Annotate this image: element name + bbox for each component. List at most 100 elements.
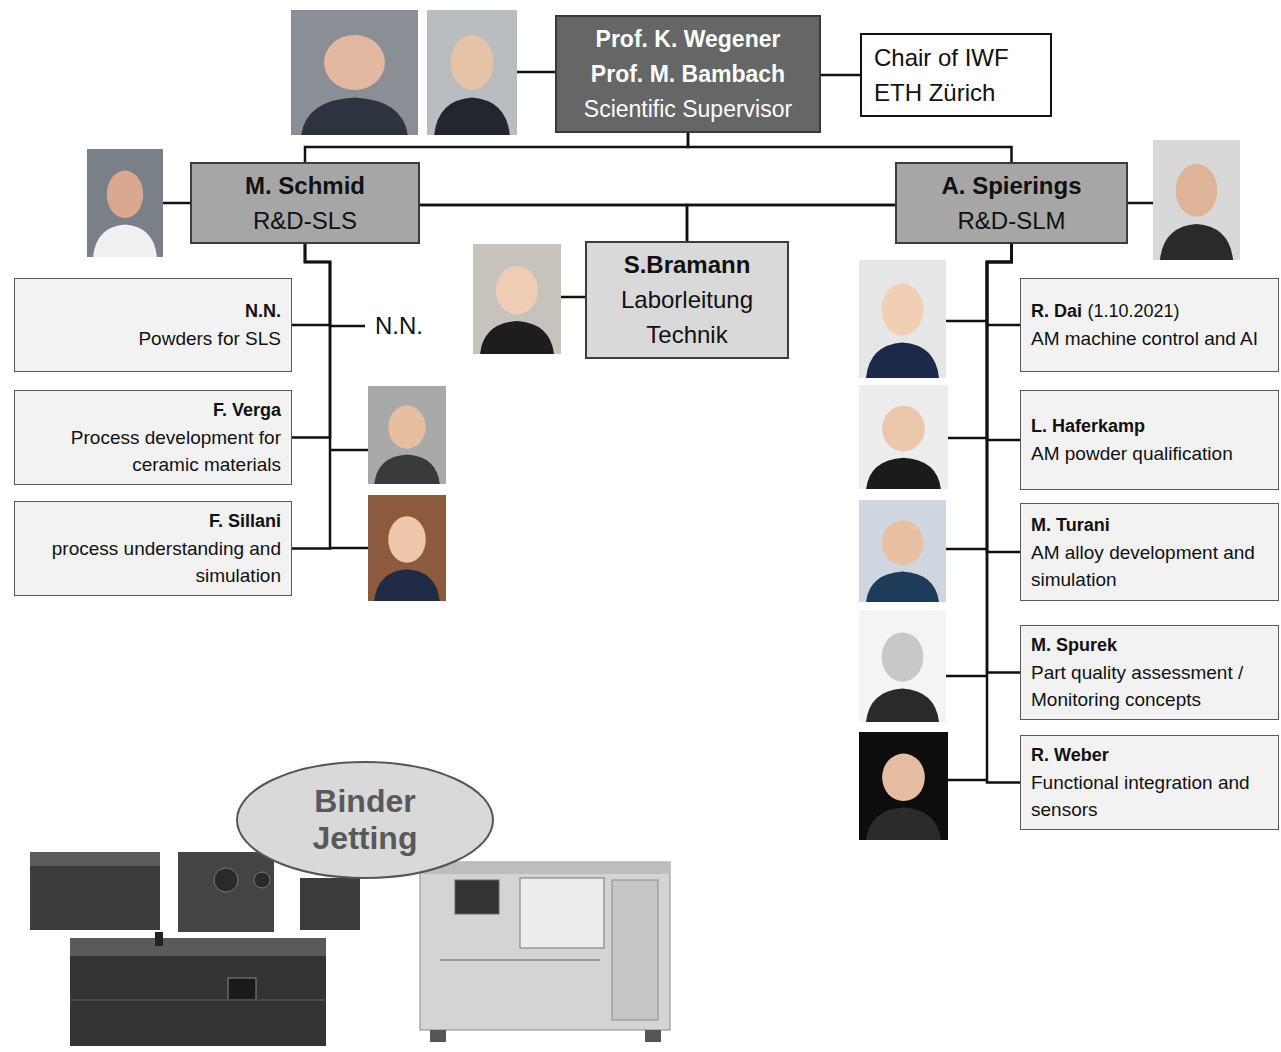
photo-background	[859, 260, 946, 378]
connector-line	[987, 244, 1020, 552]
member-box: R. Dai(1.10.2021)AM machine control and …	[1020, 278, 1279, 372]
printer-window	[520, 878, 604, 948]
box-heading: M. Schmid	[245, 169, 365, 203]
photo-shoulders	[93, 225, 157, 257]
box-heading: F. Sillani	[25, 508, 281, 535]
photo-shoulders	[866, 458, 941, 489]
box-text: R&D-SLS	[253, 203, 357, 238]
box-heading: Prof. K. Wegener	[596, 22, 781, 57]
leader-line	[330, 547, 368, 550]
photo-face	[388, 406, 425, 449]
photo-face	[450, 35, 493, 90]
box-text: AM alloy development and simulation	[1031, 539, 1268, 593]
member-box: M. SpurekPart quality assessment / Monit…	[1020, 625, 1279, 720]
leader-line	[946, 548, 987, 551]
photo-shoulders	[480, 321, 554, 354]
box-heading: A. Spierings	[941, 169, 1081, 203]
connector-line	[987, 244, 1020, 440]
printer-lid	[420, 862, 670, 874]
connector-line	[292, 244, 330, 438]
printer-screen	[455, 880, 499, 914]
portrait-photo	[859, 260, 946, 378]
connector-line	[688, 133, 1012, 162]
portrait-photo	[368, 386, 446, 484]
portrait-photo	[368, 495, 446, 601]
leader-line	[517, 71, 555, 74]
connector-line	[305, 133, 688, 162]
binder-jetting-machines	[30, 852, 670, 1046]
portrait-photo	[859, 732, 948, 840]
photo-background	[368, 386, 446, 484]
ellipse-shape	[237, 762, 493, 878]
photo-face	[324, 35, 385, 90]
vacancy-label: N.N.	[375, 311, 423, 341]
leader-line	[948, 779, 987, 782]
portrait-photo	[1153, 140, 1240, 260]
box-heading: R. Weber	[1031, 742, 1268, 769]
lab-head-box: S.BramannLaborleitung Technik	[585, 241, 789, 359]
connector-line	[987, 244, 1020, 783]
printer-detail	[70, 999, 326, 1001]
printer-body	[300, 878, 360, 930]
portrait-photo	[859, 385, 948, 489]
photo-background	[87, 149, 163, 257]
connector-line	[987, 244, 1020, 325]
photo-background	[473, 244, 561, 354]
box-text: ETH Zürich	[874, 75, 1038, 110]
printer-detail	[155, 932, 163, 946]
connector-line	[420, 205, 687, 241]
box-text: Process development for ceramic material…	[25, 424, 281, 478]
portrait-photo	[291, 10, 418, 135]
printer-lid	[70, 938, 326, 956]
printer-body	[420, 862, 670, 1030]
photo-background	[859, 385, 948, 489]
printer-door	[612, 880, 658, 1020]
photo-face	[1176, 164, 1218, 217]
printer-screen	[228, 978, 256, 1000]
photo-face	[496, 266, 538, 314]
portrait-photo	[859, 610, 946, 722]
leader-line	[330, 325, 365, 328]
group-lead-box: M. SchmidR&D-SLS	[190, 162, 420, 244]
photo-shoulders	[866, 808, 941, 840]
portrait-photo	[427, 10, 517, 135]
connector-line	[987, 244, 1020, 673]
photo-shoulders	[434, 98, 510, 136]
printer-detail	[254, 872, 270, 888]
photo-background	[368, 495, 446, 601]
printer-lid	[30, 852, 160, 866]
box-text: AM powder qualification	[1031, 440, 1268, 467]
box-text: process understanding and simulation	[25, 535, 281, 589]
box-heading: Binder Jetting	[280, 783, 450, 857]
text-row: R. Dai(1.10.2021)	[1031, 298, 1268, 325]
connector-line	[292, 244, 330, 325]
box-text: Powders for SLS	[25, 325, 281, 352]
photo-face	[107, 171, 143, 219]
member-box: N.N.Powders for SLS	[14, 278, 292, 372]
connector-line	[821, 74, 860, 77]
box-heading: N.N.	[25, 298, 281, 325]
printer-detail	[214, 868, 238, 892]
portrait-photo	[859, 500, 946, 602]
photo-shoulders	[866, 688, 939, 722]
box-text: Prof. M. Bambach	[591, 57, 785, 92]
member-box: R. WeberFunctional integration and senso…	[1020, 735, 1279, 830]
box-heading: R. Dai	[1031, 301, 1082, 321]
group-lead-box: A. SpieringsR&D-SLM	[895, 162, 1128, 244]
portrait-photo	[473, 244, 561, 354]
member-box: L. HaferkampAM powder qualification	[1020, 390, 1279, 490]
box-text: Scientific Supervisor	[584, 92, 792, 127]
photo-shoulders	[1160, 224, 1233, 260]
box-heading: M. Spurek	[1031, 632, 1268, 659]
box-text: Functional integration and sensors	[1031, 769, 1268, 823]
leader-line	[946, 320, 987, 323]
photo-face	[882, 520, 924, 565]
photo-shoulders	[301, 98, 408, 136]
box-text: (1.10.2021)	[1087, 301, 1179, 321]
printer-foot	[645, 1030, 661, 1042]
photo-shoulders	[866, 571, 939, 602]
process-ellipse: Binder Jetting	[235, 760, 495, 880]
leader-line	[561, 296, 585, 299]
box-text: Laborleitung Technik	[597, 282, 777, 352]
